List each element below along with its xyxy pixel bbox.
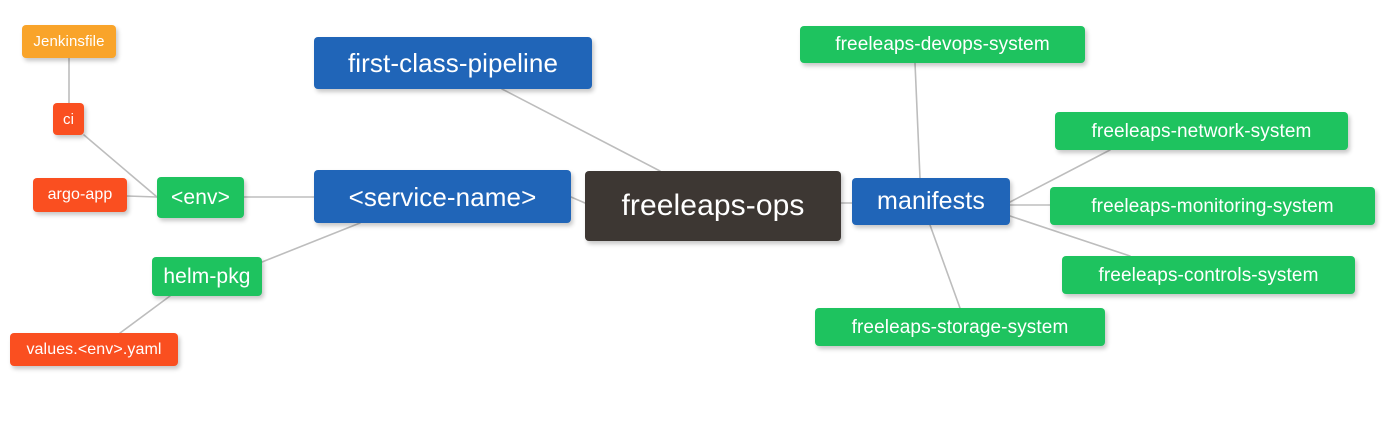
edge-first-class-pipeline-to-freeleaps-ops [501,88,661,172]
mindmap-node-service-name[interactable]: <service-name> [314,170,571,223]
mindmap-node-env[interactable]: <env> [157,177,244,218]
mindmap-node-values-env-yaml[interactable]: values.<env>.yaml [10,333,178,366]
edge-manifests-to-freeleaps-storage-system [929,224,961,309]
mindmap-node-freeleaps-monitoring-system[interactable]: freeleaps-monitoring-system [1050,187,1375,225]
edge-service-name-to-helm-pkg [261,222,361,263]
edge-argo-app-to-env [126,195,158,198]
mindmap-node-ci[interactable]: ci [53,103,84,135]
mindmap-node-freeleaps-devops-system[interactable]: freeleaps-devops-system [800,26,1085,63]
mindmap-node-first-class-pipeline[interactable]: first-class-pipeline [314,37,592,89]
edge-manifests-to-freeleaps-devops-system [914,62,921,179]
edge-helm-pkg-to-values-env-yaml [119,295,171,334]
mindmap-node-jenkinsfile[interactable]: Jenkinsfile [22,25,116,58]
mindmap-node-argo-app[interactable]: argo-app [33,178,127,212]
mindmap-node-freeleaps-network-system[interactable]: freeleaps-network-system [1055,112,1348,150]
mindmap-node-freeleaps-controls-system[interactable]: freeleaps-controls-system [1062,256,1355,294]
mindmap-node-freeleaps-storage-system[interactable]: freeleaps-storage-system [815,308,1105,346]
mindmap-node-freeleaps-ops[interactable]: freeleaps-ops [585,171,841,241]
mindmap-node-helm-pkg[interactable]: helm-pkg [152,257,262,296]
edge-service-name-to-freeleaps-ops [570,196,586,204]
mindmap-node-manifests[interactable]: manifests [852,178,1010,225]
